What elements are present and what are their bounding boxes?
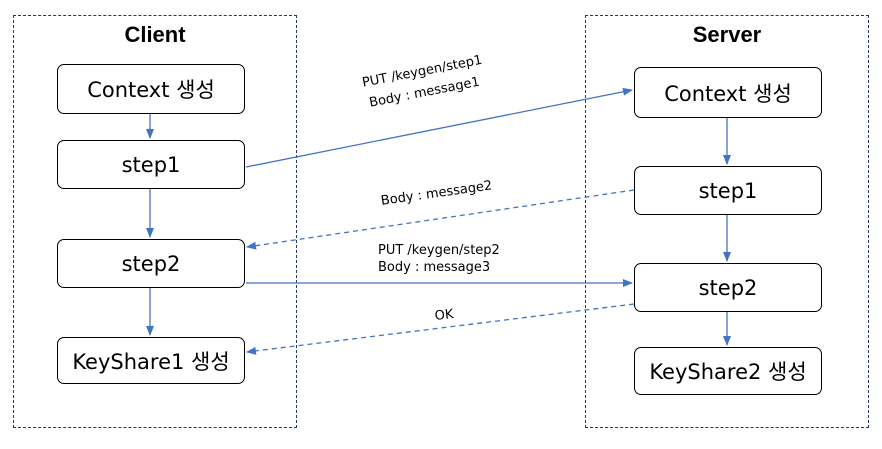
- client-step1-node: step1: [57, 140, 245, 189]
- client-lane: [13, 15, 297, 428]
- server-step2-node: step2: [634, 263, 822, 312]
- msg-label-ok: OK: [434, 307, 455, 324]
- msg-arrow-ok: [246, 303, 635, 355]
- client-context-node: Context 생성: [57, 64, 245, 114]
- client-keyshare-node: KeyShare1 생성: [57, 337, 245, 384]
- client-step2-node: step2: [57, 239, 245, 288]
- msg-arrow-put-step1: [245, 87, 633, 168]
- server-lane-title: Server: [692, 22, 762, 47]
- msg-arrow-message2: [246, 189, 635, 250]
- msg-label-put-step2-line2: Body : message3: [378, 260, 491, 275]
- msg-label-put-step2-line1: PUT /keygen/step2: [378, 243, 500, 258]
- client-lane-title: Client: [124, 22, 186, 47]
- server-context-node: Context 생성: [634, 67, 822, 118]
- server-keyshare-node: KeyShare2 생성: [634, 347, 822, 395]
- server-lane: [585, 15, 869, 428]
- server-step1-node: step1: [634, 166, 822, 215]
